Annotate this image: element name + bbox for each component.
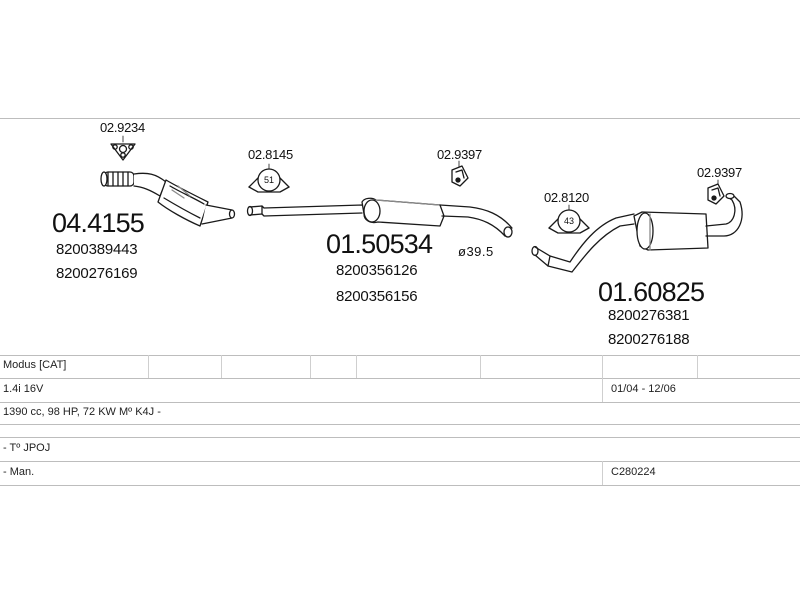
grid-divider <box>480 355 481 378</box>
gearbox-type: - Man. <box>3 466 35 478</box>
vehicle-model: Modus [CAT] <box>3 359 67 371</box>
oe-number: 8200276381 <box>608 307 690 324</box>
oe-number: 8200389443 <box>56 241 138 258</box>
grid-line <box>0 437 800 438</box>
rear-silencer-icon <box>531 192 743 273</box>
pipe-clamp-icon <box>548 209 590 234</box>
flange-gasket-icon <box>110 143 136 161</box>
hanger-ref-label: 02.9397 <box>697 165 742 180</box>
grid-line <box>0 461 800 462</box>
clamp-size-badge: 43 <box>563 216 574 226</box>
grid-divider <box>697 355 698 378</box>
catalytic-converter-icon <box>100 171 236 227</box>
grid-divider <box>310 355 311 378</box>
clamp-size-badge: 51 <box>263 175 274 185</box>
grid-divider <box>602 378 603 402</box>
clamp-ref-label: 02.8120 <box>544 190 589 205</box>
grid-line <box>0 402 800 403</box>
exhaust-drawing <box>100 135 743 273</box>
vehicle-type: - Tº JPOJ <box>3 442 51 454</box>
rubber-hanger-icon <box>451 165 469 187</box>
grid-divider <box>602 461 603 485</box>
pipe-diameter-label: ø39.5 <box>458 244 494 259</box>
oe-number: 8200356156 <box>336 288 418 305</box>
grid-divider <box>148 355 149 378</box>
clamp-ref-label: 02.8145 <box>248 147 293 162</box>
engine-name: 1.4i 16V <box>3 383 44 395</box>
catalogue-code: C280224 <box>611 466 656 478</box>
grid-divider <box>602 355 603 378</box>
grid-divider <box>356 355 357 378</box>
grid-line <box>0 355 800 356</box>
part-number: 01.60825 <box>598 277 705 307</box>
hanger-ref-label: 02.9397 <box>437 147 482 162</box>
middle-silencer-icon <box>246 197 513 238</box>
grid-divider <box>221 355 222 378</box>
grid-line <box>0 424 800 425</box>
engine-details: 1390 cc, 98 HP, 72 KW Mº K4J - <box>3 406 161 418</box>
pipe-clamp-icon <box>248 168 290 193</box>
oe-number: 8200356126 <box>336 262 418 279</box>
oe-number: 8200276169 <box>56 265 138 282</box>
grid-line <box>0 485 800 486</box>
clamp-ref-label: 02.9234 <box>100 120 145 135</box>
diagram-top-border <box>0 118 800 119</box>
rubber-hanger-icon <box>707 183 725 205</box>
part-number: 01.50534 <box>326 229 433 259</box>
grid-line <box>0 378 800 379</box>
part-number: 04.4155 <box>52 208 145 238</box>
oe-number: 8200276188 <box>608 331 690 348</box>
production-period: 01/04 - 12/06 <box>611 383 676 395</box>
